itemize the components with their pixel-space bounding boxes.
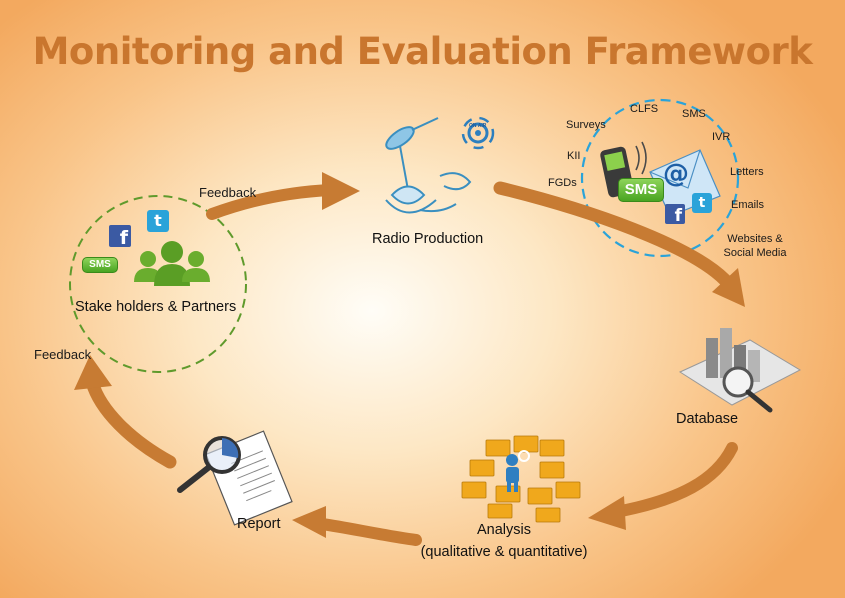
channel-letters: Letters (730, 166, 764, 178)
node-database: Database (676, 411, 739, 427)
node-analysis: Analysis (477, 522, 531, 538)
microphone-icon (385, 117, 472, 214)
edge-label-feedback-left: Feedback (34, 347, 92, 362)
arrow-head-analysis (588, 496, 626, 530)
arrow-head-radio (322, 172, 360, 210)
analysis-folders-icon (461, 435, 581, 523)
arrow-stakeholders-to-radio (206, 184, 336, 220)
channel-websites: Websites & (727, 233, 783, 245)
sms-badge: SMS (82, 257, 118, 273)
report-icon (177, 430, 293, 526)
sms-bubble-icon: SMS (618, 178, 664, 202)
on-air-icon (461, 116, 495, 150)
channels-circle (580, 98, 740, 258)
channel-fgds: FGDs (548, 177, 577, 189)
channel-kii: KII (567, 150, 581, 162)
arrow-analysis-to-report (316, 518, 422, 546)
arrow-radio-to-database (493, 181, 732, 287)
arrow-head-database (712, 268, 745, 307)
twitter-channel-icon: t (692, 193, 712, 213)
channel-ivr: IVR (712, 131, 731, 143)
arrow-report-to-stakeholders (85, 375, 177, 469)
facebook-icon: f (109, 225, 131, 249)
email-at-icon: @ (663, 159, 689, 189)
twitter-icon: t (147, 210, 169, 232)
arrow-database-to-analysis (610, 442, 738, 518)
channel-clfs: CLFS (630, 103, 659, 115)
channel-sms: SMS (682, 108, 706, 120)
channel-emails: Emails (731, 199, 765, 211)
analyst-person-icon (506, 450, 530, 492)
facebook-channel-icon: f (665, 204, 685, 226)
node-stakeholders: Stake holders & Partners (75, 299, 237, 315)
channel-social-media: Social Media (723, 247, 787, 259)
node-analysis-subtitle: (qualitative & quantitative) (420, 544, 588, 560)
node-radio-production: Radio Production (372, 231, 484, 247)
channel-surveys: Surveys (566, 119, 606, 131)
database-icon (678, 328, 802, 413)
edge-label-feedback-top: Feedback (199, 185, 257, 200)
people-group-icon (134, 241, 210, 286)
arrow-head-report (292, 506, 326, 538)
stakeholders-circle (69, 195, 247, 373)
node-report: Report (237, 516, 281, 532)
arrow-head-stakeholders (74, 355, 112, 390)
diagram-title: Monitoring and Evaluation Framework (32, 30, 813, 73)
on-air-label: ON AIR (469, 123, 487, 129)
